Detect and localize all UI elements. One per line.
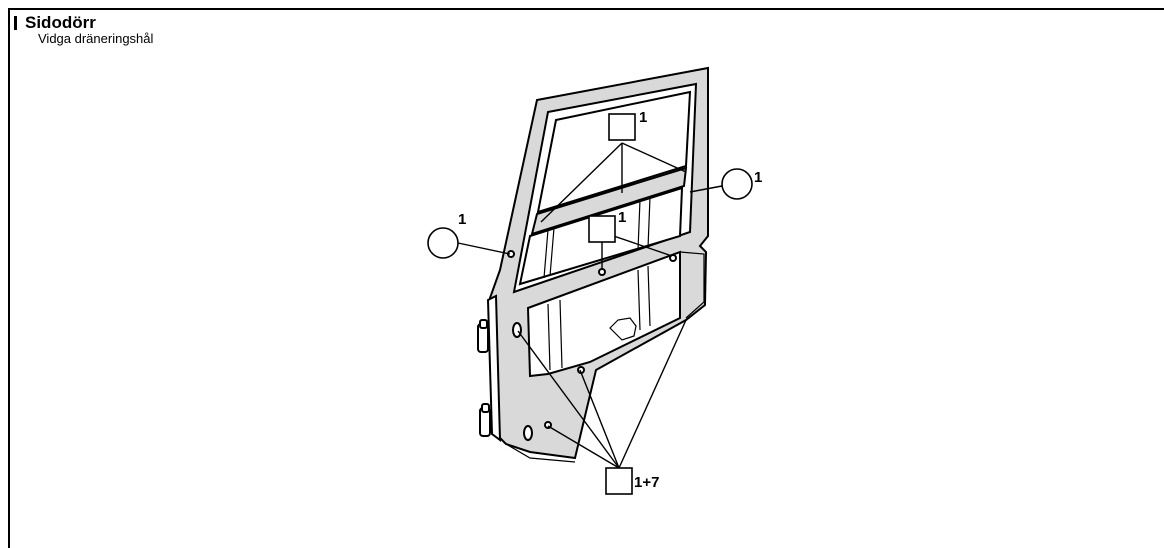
header: Sidodörr Vidga dräneringshål: [14, 14, 153, 46]
section-marker: [14, 16, 17, 30]
callout-square-mid: 1: [588, 209, 626, 243]
window-crossbar: [530, 166, 688, 236]
page-title: Sidodörr: [25, 13, 96, 32]
callout-label: 1+7: [634, 474, 659, 491]
diagram-frame: [8, 8, 1164, 548]
callout-label: 1: [754, 169, 762, 186]
upper-glass: [536, 90, 692, 214]
callout-circle-left: 1: [427, 211, 466, 259]
callout-circle-right: 1: [721, 168, 762, 200]
door-diagram: 1 1 1 1 1+7: [427, 66, 762, 495]
callout-square-top: 1: [608, 109, 647, 141]
callout-square-bottom: 1+7: [605, 467, 659, 495]
page-subtitle: Vidga dräneringshål: [38, 31, 154, 46]
door-edge: [486, 294, 502, 443]
drain-hole: [523, 425, 533, 441]
drain-hole: [512, 322, 522, 338]
callout-label: 1: [618, 209, 626, 226]
callout-label: 1: [639, 109, 647, 126]
callout-label: 1: [458, 211, 466, 228]
